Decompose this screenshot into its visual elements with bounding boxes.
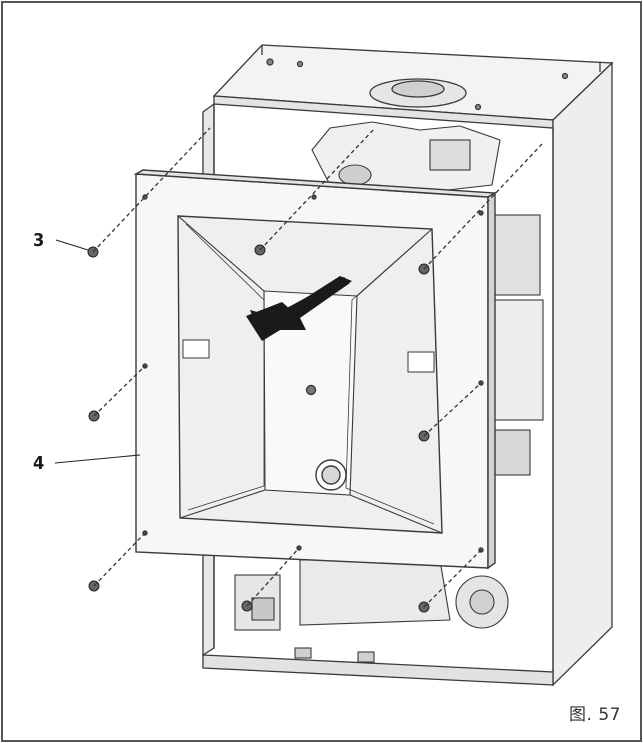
alignment-lines [92, 127, 544, 608]
front-panel [133, 169, 498, 570]
internal-components [234, 121, 544, 663]
callout-4: 4 [33, 453, 45, 474]
figure-label: 图. 57 [569, 705, 621, 725]
removal-arrow [246, 276, 352, 341]
callout-3: 3 [33, 230, 45, 251]
leader-lines [54, 239, 141, 464]
